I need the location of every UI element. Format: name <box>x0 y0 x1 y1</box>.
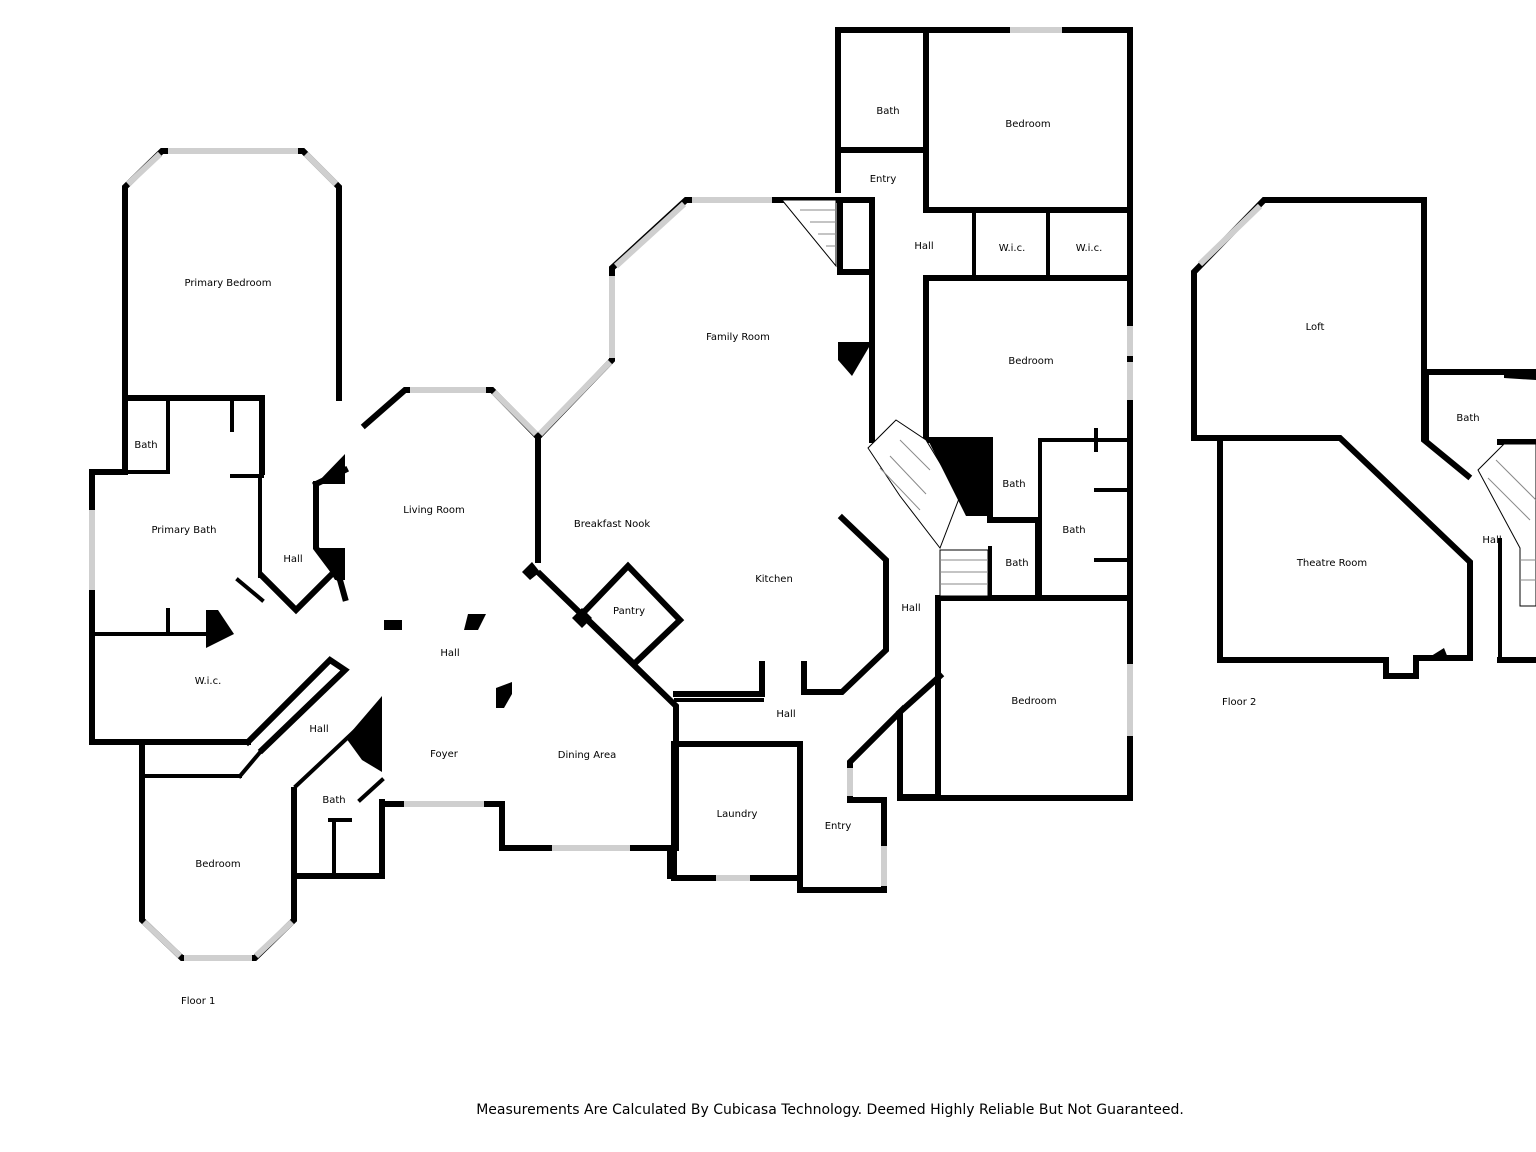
label-foyer: Foyer <box>430 749 459 760</box>
label-bath-east-1: Bath <box>1002 479 1025 490</box>
label-bath-north: Bath <box>876 106 899 117</box>
label-hall-east: Hall <box>901 603 920 614</box>
label-hall-north: Hall <box>914 241 933 252</box>
label-bedroom-southwest: Bedroom <box>195 859 240 870</box>
label-bath-east-2: Bath <box>1062 525 1085 536</box>
label-pantry: Pantry <box>613 606 645 617</box>
label-bedroom-north: Bedroom <box>1005 119 1050 130</box>
floor1-label: Floor 1 <box>181 996 215 1007</box>
label-kitchen: Kitchen <box>755 574 793 585</box>
label-bedroom-southeast: Bedroom <box>1011 696 1056 707</box>
label-entry-south: Entry <box>825 821 852 832</box>
label-hall-floor2: Hall <box>1482 535 1501 546</box>
solid-columns <box>206 342 990 772</box>
floor2-label: Floor 2 <box>1222 697 1256 708</box>
label-bath-east-3: Bath <box>1005 558 1028 569</box>
room-labels: Primary Bedroom Bath Primary Bath Hall W… <box>134 106 1501 870</box>
floor2-walls <box>1191 197 1536 679</box>
disclaimer-text: Measurements Are Calculated By Cubicasa … <box>476 1102 1184 1118</box>
label-bath-floor2: Bath <box>1456 413 1479 424</box>
label-hall-southwest: Hall <box>309 724 328 735</box>
label-wic-primary: W.i.c. <box>195 676 222 687</box>
label-wic-north-2: W.i.c. <box>1076 243 1103 254</box>
label-hall-west: Hall <box>283 554 302 565</box>
label-bath-primary-small: Bath <box>134 440 157 451</box>
label-loft: Loft <box>1306 322 1325 333</box>
label-bedroom-east: Bedroom <box>1008 356 1053 367</box>
label-breakfast-nook: Breakfast Nook <box>574 519 650 530</box>
east-wing-walls <box>835 27 1133 801</box>
label-entry-north: Entry <box>870 174 897 185</box>
label-bath-southwest: Bath <box>322 795 345 806</box>
central-walls <box>311 197 945 893</box>
label-living-room: Living Room <box>403 505 464 516</box>
label-laundry: Laundry <box>717 809 758 820</box>
label-family-room: Family Room <box>706 332 770 343</box>
label-theatre-room: Theatre Room <box>1296 558 1367 569</box>
label-hall-center: Hall <box>440 648 459 659</box>
label-dining-area: Dining Area <box>558 750 616 761</box>
label-primary-bath: Primary Bath <box>151 525 216 536</box>
windows <box>89 27 1133 961</box>
label-wic-north-1: W.i.c. <box>999 243 1026 254</box>
label-hall-south: Hall <box>776 709 795 720</box>
label-primary-bedroom: Primary Bedroom <box>184 278 271 289</box>
stairs-floor1 <box>780 199 989 597</box>
